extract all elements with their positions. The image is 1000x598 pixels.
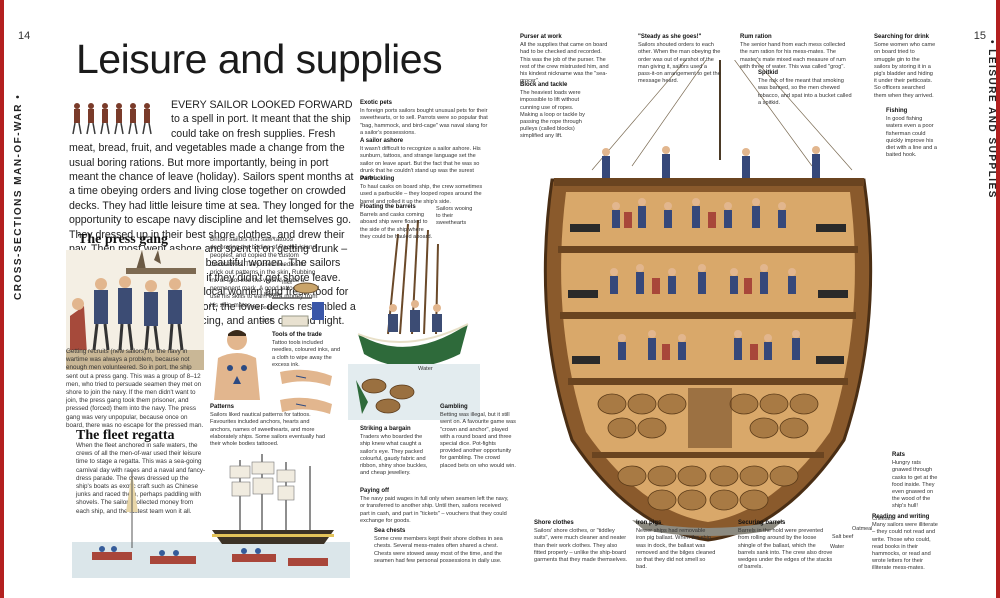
exotic-pets-title: Exotic pets: [360, 100, 393, 106]
rum-ration-title: Rum ration: [740, 34, 772, 40]
label-inks: Inks: [282, 280, 292, 286]
fishing-caption: Fishing In good fishing waters even a po…: [886, 108, 938, 159]
press-gang-text: Getting recruits (new sailors) for the n…: [66, 348, 204, 429]
reading-writing-text: Many sailors were illiterate – they coul…: [872, 522, 938, 572]
sailor-ashore-caption: A sailor ashore It wasn't difficult to r…: [360, 138, 490, 182]
right-side-label: • LEISURE AND SUPPLIES: [986, 40, 997, 199]
paying-off-caption: Paying off The navy paid wages in full o…: [360, 488, 510, 525]
spitkid-text: The risk of fire meant that smoking was …: [758, 78, 852, 106]
parbuckling-title: Parbuckling: [360, 176, 395, 182]
fishing-title: Fishing: [886, 108, 908, 114]
sailor-ashore-title: A sailor ashore: [360, 138, 404, 144]
iron-pigs-text: Newer ships had removable iron pig balla…: [636, 528, 716, 571]
securing-barrels-caption: Securing barrels Barrels in the hold wer…: [738, 520, 834, 571]
reading-writing-caption: Reading and writing Many sailors were il…: [872, 514, 942, 573]
shore-clothes-text: Sailors' shore clothes, or "tiddley suit…: [534, 528, 628, 564]
steady-title: "Steady as she goes!": [638, 34, 702, 40]
block-tackle-text: The heaviest loads were impossible to li…: [520, 90, 585, 140]
patterns-title: Patterns: [210, 404, 235, 410]
water-label: Water: [418, 366, 433, 372]
fishing-text: In good fishing waters even a poor fishe…: [886, 116, 937, 159]
rats-title: Rats: [892, 452, 906, 458]
securing-barrels-title: Securing barrels: [738, 520, 786, 526]
label-needle: Needle: [264, 292, 282, 298]
purser-title: Purser at work: [520, 34, 562, 40]
right-page-edge: [996, 0, 1000, 598]
exotic-pets-caption: Exotic pets In foreign ports sailors bou…: [360, 100, 490, 137]
purser-text: All the supplies that came on board had …: [520, 42, 609, 85]
page-title: Leisure and supplies: [76, 36, 443, 82]
gambling-text: Betting was illegal, but it still went o…: [440, 412, 516, 469]
searching-drink-title: Searching for drink: [874, 34, 930, 40]
rats-caption: Rats Hungry rats gnawed through casks to…: [892, 452, 940, 511]
press-gang-heading: The press gang: [78, 232, 168, 247]
iron-pigs-title: Iron pigs: [636, 520, 662, 526]
spitkid-title: Spitkid: [758, 70, 779, 76]
steady-text: Sailors shouted orders to each other. Wh…: [638, 42, 721, 85]
floating-barrels-caption: Floating the barrels Barrels and casks c…: [360, 204, 434, 241]
label-salt-beef: Salt beef: [832, 534, 854, 540]
label-ink-bottle: Ink bottle: [252, 305, 274, 311]
striking-bargain-caption: Striking a bargain Traders who boarded t…: [360, 426, 432, 477]
searching-drink-caption: Searching for drink Some women who came …: [874, 34, 936, 100]
press-gang-illustration: [66, 250, 204, 370]
patterns-caption: Patterns Sailors liked nautical patterns…: [210, 404, 328, 448]
tools-of-trade-title: Tools of the trade: [272, 332, 322, 338]
label-cloth: Cloth: [260, 318, 273, 324]
parbuckling-caption: Parbuckling To haul casks on board ship,…: [360, 176, 490, 206]
left-page-edge: [0, 0, 4, 598]
label-water: Water: [830, 544, 845, 550]
rats-text: Hungry rats gnawed through casks to get …: [892, 460, 938, 510]
regatta-illustration: [72, 454, 350, 578]
sea-chests-title: Sea chests: [374, 528, 406, 534]
spitkid-caption: Spitkid The risk of fire meant that smok…: [758, 70, 854, 107]
exotic-pets-text: In foreign ports sailors bought unusual …: [360, 108, 488, 136]
left-side-label: CROSS-SECTIONS MAN-OF-WAR •: [13, 93, 24, 300]
fleet-regatta-heading: The fleet regatta: [76, 428, 175, 443]
block-tackle-title: Block and tackle: [520, 82, 568, 88]
block-tackle-caption: Block and tackle The heaviest loads were…: [520, 82, 590, 141]
tools-of-trade-text: Tattoo tools included needles, coloured …: [272, 340, 341, 368]
ship-cross-section-illustration: [543, 60, 873, 542]
rum-ration-text: The senior hand from each mess collected…: [740, 42, 846, 70]
searching-drink-text: Some women who came on board tried to sm…: [874, 42, 936, 99]
purser-caption: Purser at work All the supplies that cam…: [520, 34, 612, 85]
striking-bargain-text: Traders who boarded the ship knew what c…: [360, 434, 428, 477]
tattoo-text: British sailors first saw tattoos decora…: [210, 236, 320, 309]
paying-off-text: The navy paid wages in full only when se…: [360, 496, 509, 524]
parbuckling-text: To haul casks on board ship, the crew so…: [360, 184, 483, 205]
shore-clothes-caption: Shore clothes Sailors' shore clothes, or…: [534, 520, 630, 564]
patterns-text: Sailors liked nautical patterns for tatt…: [210, 412, 326, 448]
left-page-number: 14: [18, 30, 31, 42]
iron-pigs-caption: Iron pigs Newer ships had removable iron…: [636, 520, 716, 571]
floating-barrels-text: Barrels and casks coming aboard ship wer…: [360, 212, 433, 240]
marching-sailors-illustration: [72, 103, 152, 135]
reading-writing-title: Reading and writing: [872, 514, 930, 520]
sailor-ashore-text: It wasn't difficult to recognize a sailo…: [360, 146, 481, 182]
tattooed-sailor-illustration: [214, 330, 260, 400]
sea-chests-text: Some crew members kept their shore cloth…: [374, 536, 503, 564]
right-page-number: 15: [973, 30, 986, 42]
rum-ration-caption: Rum ration The senior hand from each mes…: [740, 34, 846, 71]
sea-chests-caption: Sea chests Some crew members kept their …: [374, 528, 512, 565]
steady-caption: "Steady as she goes!" Sailors shouted or…: [638, 34, 722, 85]
label-cheeses: Cheeses: [872, 516, 894, 522]
gambling-title: Gambling: [440, 404, 468, 410]
rowboat-with-barrels-illustration: [348, 219, 480, 420]
paying-off-title: Paying off: [360, 488, 390, 494]
tools-of-trade-caption: Tools of the trade Tattoo tools included…: [272, 332, 344, 369]
shore-clothes-title: Shore clothes: [534, 520, 574, 526]
sailors-wooing-label: Sailors wooing to their sweethearts: [436, 206, 473, 227]
floating-barrels-title: Floating the barrels: [360, 204, 416, 210]
label-oatmeal: Oatmeal: [852, 526, 873, 532]
gambling-caption: Gambling Betting was illegal, but it sti…: [440, 404, 516, 470]
tattoo-tools-illustration: [272, 282, 324, 327]
striking-bargain-title: Striking a bargain: [360, 426, 411, 432]
tattooed-arms-illustration: [280, 369, 332, 414]
securing-barrels-text: Barrels in the hold were prevented from …: [738, 528, 833, 571]
